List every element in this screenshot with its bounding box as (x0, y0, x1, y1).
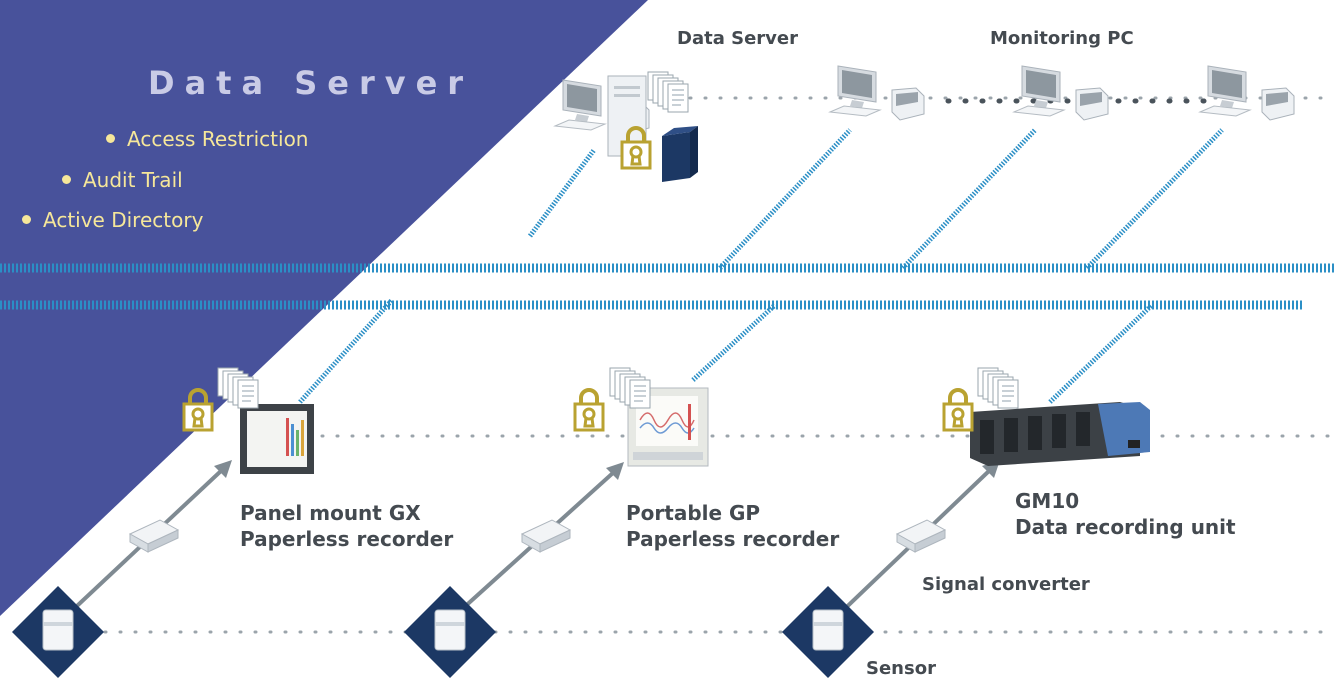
signal-converter-3-icon (896, 519, 946, 553)
gx-to-bus-connection (298, 298, 394, 404)
gp-recorder-icon (573, 367, 709, 467)
feature-access-restriction: Access Restriction (106, 127, 308, 151)
feature-label: Audit Trail (83, 168, 183, 192)
sensor-3-icon (781, 585, 875, 679)
monitoring-pc-3-icon (1199, 65, 1295, 121)
sensor-2-icon (403, 585, 497, 679)
pc2-to-bus-connection (901, 128, 1037, 270)
bullet-icon (106, 134, 115, 143)
gm-to-bus-connection (1048, 303, 1154, 404)
server-to-bus-connection (527, 148, 597, 238)
monitoring-pc-1-icon (829, 65, 925, 121)
pc1-to-bus-connection (718, 128, 852, 270)
monitoring-pc-2-icon (1013, 65, 1109, 121)
gx-recorder-icon (182, 367, 314, 474)
data-server-label: Data Server (677, 28, 798, 49)
monitoring-pc-label: Monitoring PC (990, 28, 1134, 49)
gx-label: Panel mount GX Paperless recorder (240, 500, 453, 552)
gp-sensor-link-arrow (606, 462, 624, 480)
gm10-label: GM10 Data recording unit (1015, 488, 1236, 540)
gp-to-bus-connection (691, 303, 777, 382)
gp-label-line2: Paperless recorder (626, 527, 840, 551)
sensor-label: Sensor (866, 658, 936, 679)
feature-active-directory: Active Directory (22, 208, 203, 232)
bullet-icon (22, 215, 31, 224)
bullet-icon (62, 175, 71, 184)
gm10-unit-icon (942, 367, 1150, 466)
feature-label: Access Restriction (127, 127, 309, 151)
pc3-to-bus-connection (1085, 128, 1224, 270)
data-server-icon (554, 71, 698, 182)
sensor-1-icon (11, 585, 105, 679)
gx-label-line2: Paperless recorder (240, 527, 454, 551)
feature-panel-title: Data Server (148, 64, 474, 102)
gx-sensor-link-arrow (214, 460, 232, 478)
feature-label: Active Directory (43, 208, 204, 232)
gm10-label-line1: GM10 (1015, 489, 1080, 513)
gp-label-line1: Portable GP (626, 501, 761, 525)
gm10-label-line2: Data recording unit (1015, 515, 1236, 539)
feature-audit-trail: Audit Trail (62, 168, 183, 192)
gx-label-line1: Panel mount GX (240, 501, 421, 525)
gp-label: Portable GP Paperless recorder (626, 500, 839, 552)
signal-converter-label: Signal converter (922, 574, 1090, 595)
